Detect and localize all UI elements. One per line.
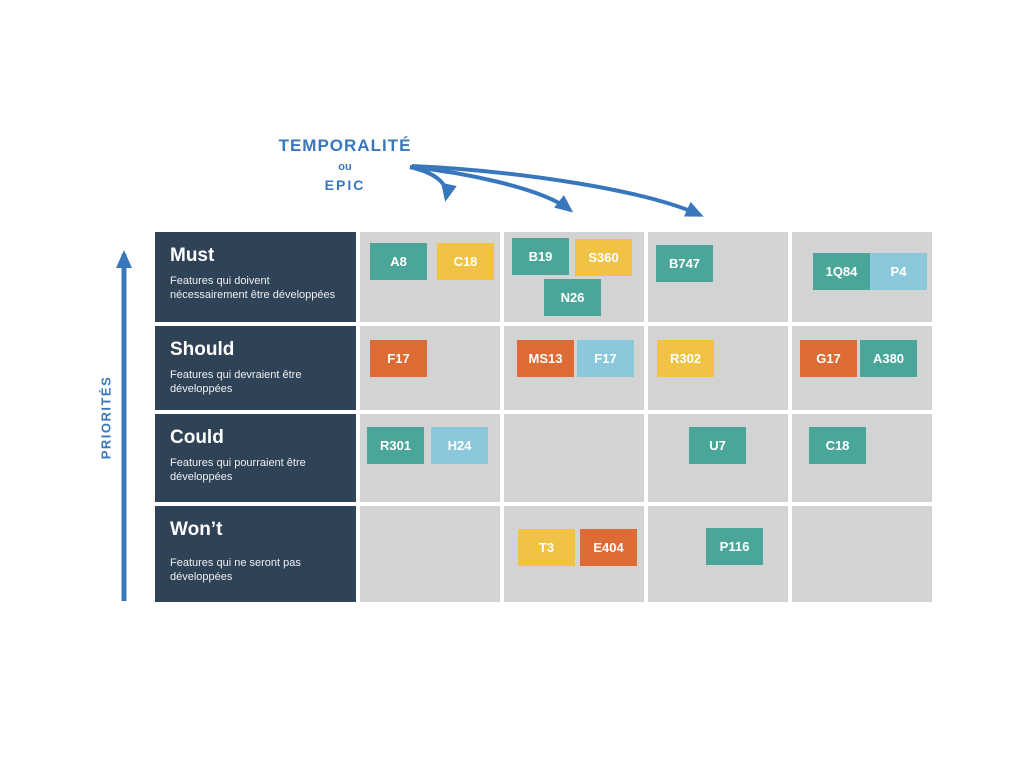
cell-could-col3: U7 xyxy=(648,414,788,502)
feature-tag[interactable]: F17 xyxy=(370,340,427,377)
cell-must-col2: B19 S360 N26 xyxy=(504,232,644,322)
row-title-must: Must xyxy=(170,245,215,266)
feature-tag[interactable]: 1Q84 xyxy=(813,253,870,290)
feature-tag[interactable]: B747 xyxy=(656,245,713,282)
axis-title-line3: EPIC xyxy=(324,177,366,193)
feature-tag[interactable]: G17 xyxy=(800,340,857,377)
feature-tag[interactable]: T3 xyxy=(518,529,575,566)
cell-wont-col1 xyxy=(360,506,500,602)
cell-should-col3: R302 xyxy=(648,326,788,410)
epic-arrow-col3 xyxy=(411,164,704,217)
row-description-must: Features qui doivent nécessairement être… xyxy=(170,275,336,302)
row-description-could: Features qui pourraient être développées xyxy=(170,457,306,484)
cell-should-col4: G17 A380 xyxy=(792,326,932,410)
feature-tag[interactable]: P4 xyxy=(870,253,927,290)
cell-wont-col3: P116 xyxy=(648,506,788,602)
axis-title-line1: TEMPORALITÉ xyxy=(278,136,412,155)
moscow-matrix: Must Features qui doivent nécessairement… xyxy=(155,232,932,602)
cell-could-col4: C18 xyxy=(792,414,932,502)
feature-tag[interactable]: C18 xyxy=(437,243,494,280)
feature-tag[interactable]: R302 xyxy=(657,340,714,377)
row-title-wont: Won’t xyxy=(170,519,223,540)
feature-tag[interactable]: B19 xyxy=(512,238,569,275)
feature-tag[interactable]: A380 xyxy=(860,340,917,377)
row-title-should: Should xyxy=(170,339,235,360)
row-label-wont: Won’t Features qui ne seront pas dévelop… xyxy=(155,506,356,602)
epic-arrow-col2 xyxy=(409,165,574,213)
feature-tag[interactable]: F17 xyxy=(577,340,634,377)
row-description-should: Features qui devraient être développées xyxy=(170,369,302,396)
feature-tag[interactable]: C18 xyxy=(809,427,866,464)
cell-could-col1: R301 H24 xyxy=(360,414,500,502)
row-label-could: Could Features qui pourraient être dével… xyxy=(155,414,356,502)
feature-tag[interactable]: H24 xyxy=(431,427,488,464)
feature-tag[interactable]: MS13 xyxy=(517,340,574,377)
feature-tag[interactable]: R301 xyxy=(367,427,424,464)
row-label-must: Must Features qui doivent nécessairement… xyxy=(155,232,356,322)
cell-could-col2 xyxy=(504,414,644,502)
feature-tag[interactable]: N26 xyxy=(544,279,601,316)
priorities-axis-label: PRIORITÉS xyxy=(98,375,114,460)
temporality-axis-title: TEMPORALITÉ ou EPIC xyxy=(260,136,430,193)
row-title-could: Could xyxy=(170,427,224,448)
feature-tag[interactable]: S360 xyxy=(575,239,632,276)
cell-must-col4: 1Q84 P4 xyxy=(792,232,932,322)
cell-must-col1: A8 C18 xyxy=(360,232,500,322)
cell-wont-col2: T3 E404 xyxy=(504,506,644,602)
cell-wont-col4 xyxy=(792,506,932,602)
cell-must-col3: B747 xyxy=(648,232,788,322)
feature-tag[interactable]: U7 xyxy=(689,427,746,464)
cell-should-col2: MS13 F17 xyxy=(504,326,644,410)
row-description-wont: Features qui ne seront pas développées xyxy=(170,557,301,584)
axis-title-line2: ou xyxy=(338,161,352,173)
row-label-should: Should Features qui devraient être dével… xyxy=(155,326,356,410)
feature-tag[interactable]: A8 xyxy=(370,243,427,280)
cell-should-col1: F17 xyxy=(360,326,500,410)
feature-tag[interactable]: P116 xyxy=(706,528,763,565)
feature-tag[interactable]: E404 xyxy=(580,529,637,566)
